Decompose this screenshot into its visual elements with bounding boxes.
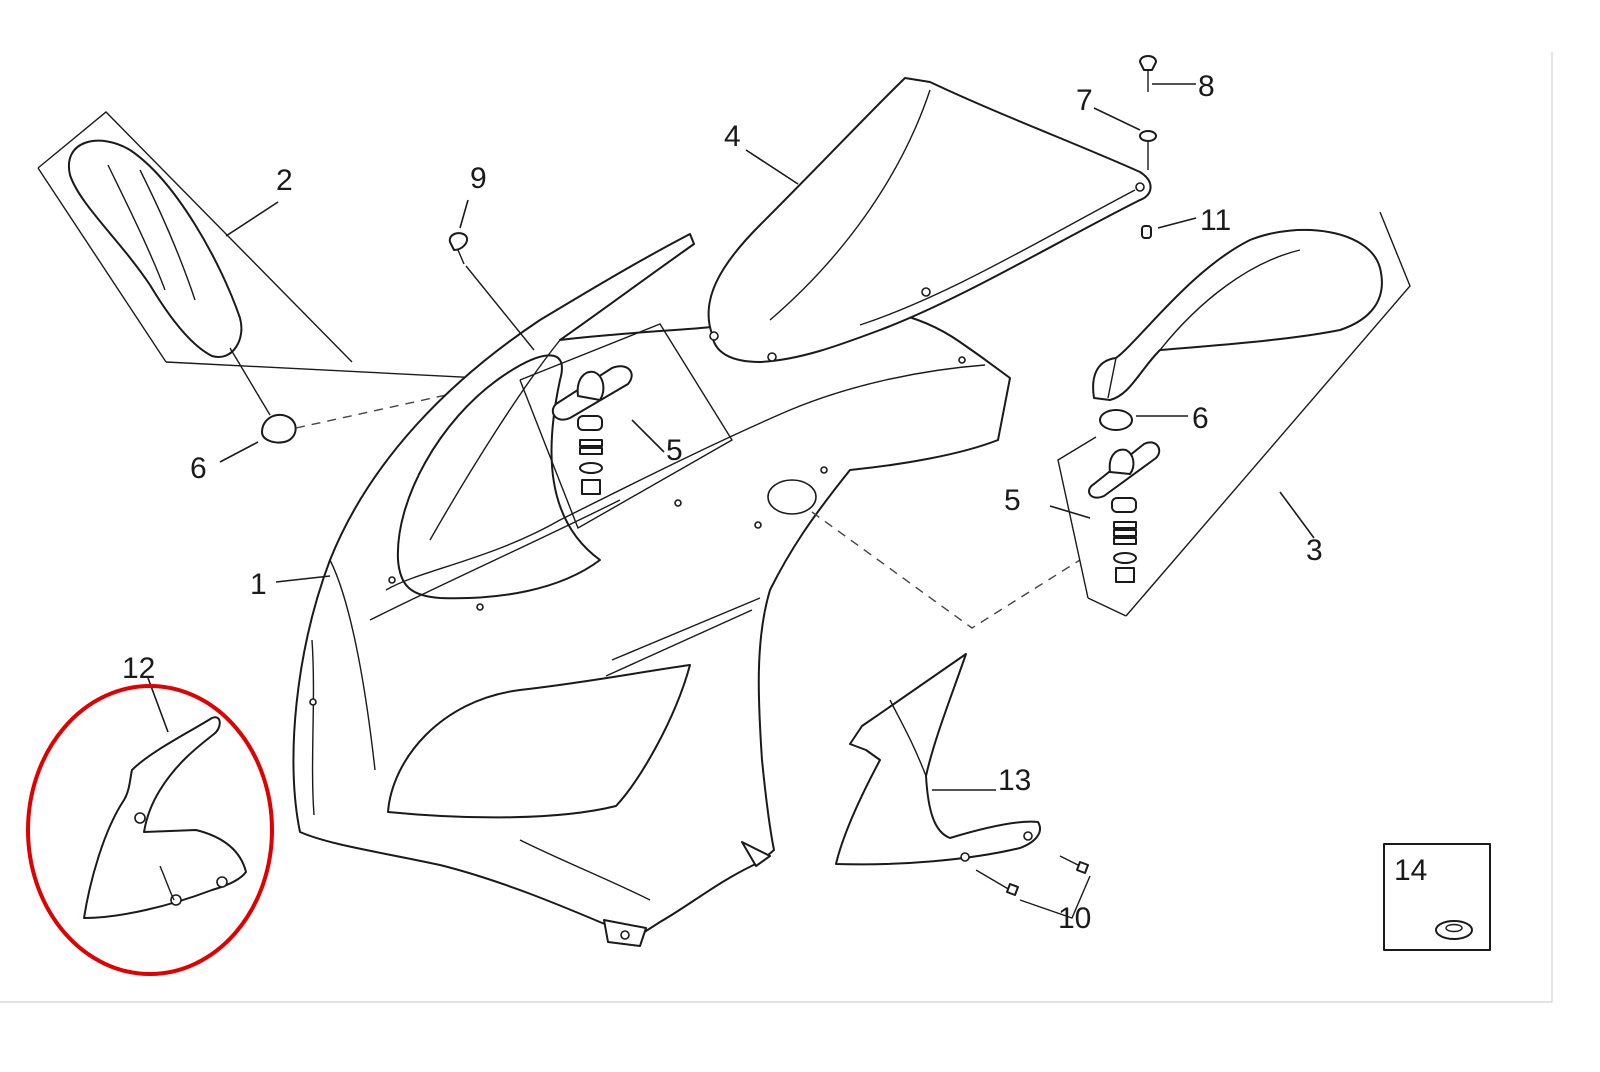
callout-3: 3 (1306, 534, 1323, 567)
part-11-clip (1141, 217, 1197, 239)
callout-1: 1 (250, 568, 267, 601)
callout-5-left: 5 (666, 434, 683, 467)
part-1-front-fairing (292, 233, 1081, 947)
part-9-screw (448, 232, 535, 351)
part-14-inset (1383, 843, 1491, 951)
part-12-cover (83, 677, 247, 919)
callout-4: 4 (724, 120, 741, 153)
image-frame (0, 52, 1553, 1003)
callout-6-left: 6 (190, 452, 207, 485)
part-2-left-mirror (37, 111, 521, 416)
part-6-right-grommet (1099, 409, 1188, 431)
part-13-side-panel (835, 653, 1041, 866)
callout-8: 8 (1198, 70, 1215, 103)
callout-7: 7 (1076, 84, 1093, 117)
part-5-right-mount-kit (1057, 436, 1161, 599)
callout-12: 12 (122, 652, 155, 685)
part-3-right-mirror (1087, 211, 1411, 617)
part-10-screws (975, 855, 1091, 919)
leader-lines (219, 107, 1315, 583)
highlight-circle (26, 684, 274, 976)
callout-14: 14 (1394, 854, 1427, 887)
callout-11: 11 (1200, 204, 1231, 237)
part-5-left-mount-kit (519, 323, 733, 530)
callout-13: 13 (998, 764, 1031, 797)
callout-9: 9 (470, 162, 487, 195)
callout-labels: 1 2 3 4 5 5 6 6 7 8 9 10 11 12 13 14 (122, 70, 1427, 935)
part-7-washer (1139, 130, 1157, 170)
part-4-windscreen (707, 77, 1152, 363)
callout-10: 10 (1058, 902, 1091, 935)
part-2-group-bracket (37, 111, 353, 363)
callout-2: 2 (276, 164, 293, 197)
callout-5-right: 5 (1004, 484, 1021, 517)
part-8-screw (1139, 55, 1196, 92)
callout-6-right: 6 (1192, 402, 1209, 435)
